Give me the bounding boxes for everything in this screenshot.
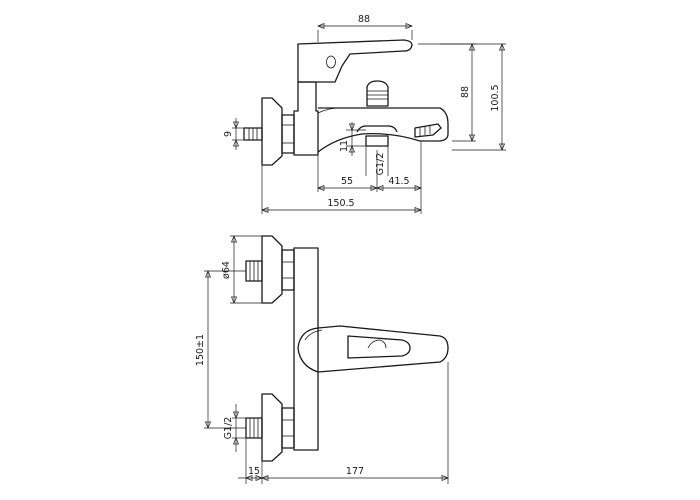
- side-view: 88 88 100.5 9 11 G1/2: [223, 14, 506, 214]
- wall-flange: [261, 97, 283, 166]
- dim-offset-left: 55: [341, 176, 353, 187]
- lower-flange: [261, 393, 283, 462]
- plan-view: ø64 150±1 G1/2 15 177: [195, 235, 449, 484]
- dim-thread-side: G1/2: [375, 153, 386, 176]
- upper-flange: [261, 235, 283, 304]
- plan-lever: [347, 335, 411, 359]
- plan-spout: [297, 325, 449, 373]
- hex-nut: [281, 114, 295, 154]
- dim-offset-right: 41.5: [388, 176, 409, 187]
- lever: [297, 39, 413, 83]
- dim-lever-length: 88: [358, 14, 370, 25]
- diverter-knob: [366, 80, 389, 107]
- dim-height-total: 100.5: [490, 84, 501, 111]
- dim-flange-diameter: ø64: [221, 261, 232, 279]
- upper-nut: [281, 249, 295, 291]
- dim-total-depth: 150.5: [327, 198, 354, 209]
- plan-body: [293, 247, 319, 451]
- mixer-body: [293, 81, 319, 156]
- spout: [317, 107, 449, 153]
- dim-total-length: 177: [346, 466, 364, 477]
- dim-thread-plan: G1/2: [223, 417, 234, 440]
- dim-spout-drop: 11: [339, 140, 350, 152]
- dim-connector: 15: [248, 466, 260, 477]
- dim-center-distance: 150±1: [195, 334, 206, 366]
- dim-pipe-length: 9: [223, 131, 234, 137]
- dim-height-spout: 88: [460, 86, 471, 98]
- lower-nut: [281, 407, 295, 449]
- outlet-spout: [356, 125, 398, 133]
